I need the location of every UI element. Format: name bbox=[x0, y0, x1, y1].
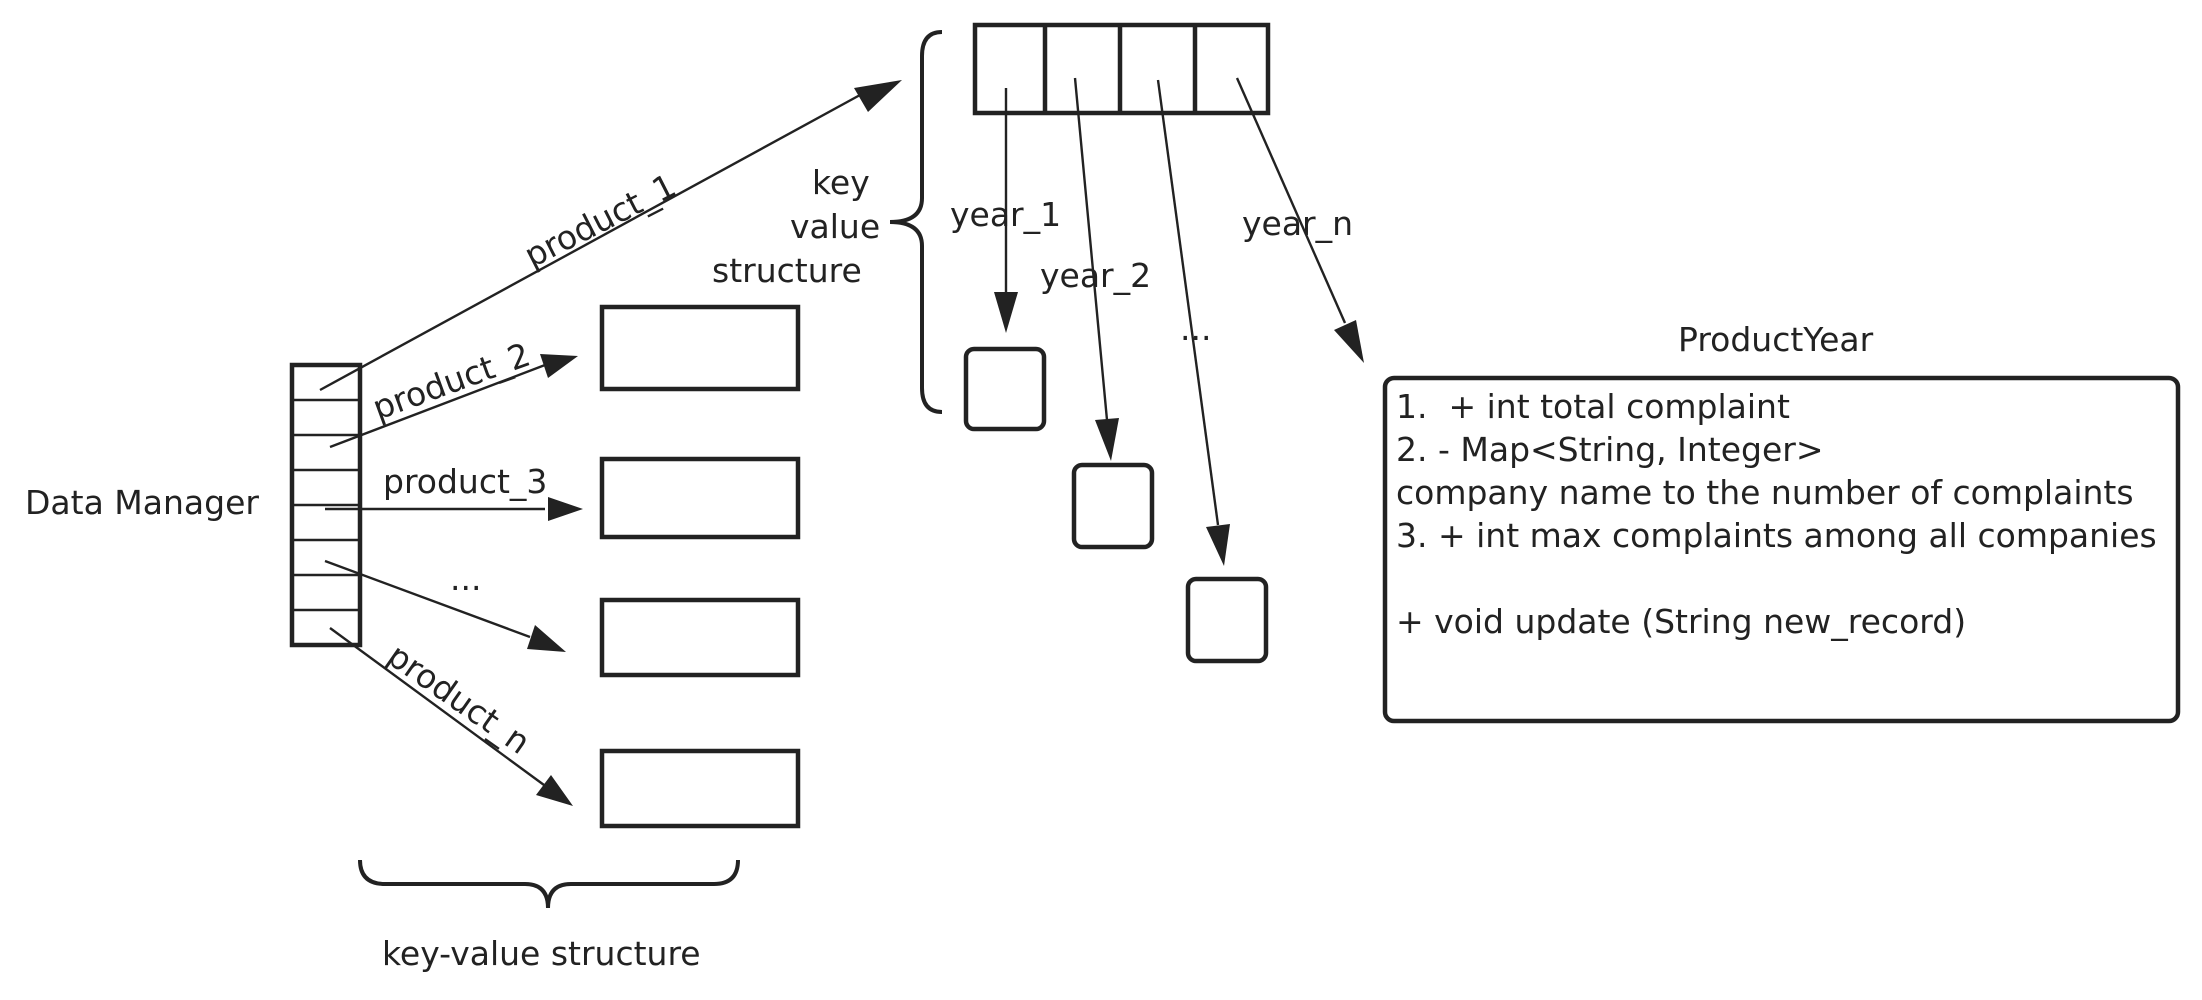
year-2-label: year_2 bbox=[1040, 256, 1151, 295]
product-2-value-box bbox=[599, 304, 801, 392]
product-dots-value-box bbox=[599, 597, 801, 678]
year-dots-arrowhead bbox=[1206, 524, 1230, 566]
product-year-line: 2. - Map<String, Integer> bbox=[1396, 430, 1824, 469]
product-3-label: product_3 bbox=[383, 462, 547, 501]
product-year-line: 3. + int max complaints among all compan… bbox=[1396, 516, 2157, 555]
product-dots-arrow bbox=[324, 559, 531, 639]
key-value-structure-brace bbox=[358, 859, 740, 909]
product-value-boxes bbox=[599, 304, 801, 829]
year-1-value-box bbox=[963, 346, 1047, 432]
product-n-arrowhead bbox=[536, 775, 573, 806]
product-n-arrow bbox=[329, 627, 545, 786]
product-year-line: company name to the number of complaints bbox=[1396, 473, 2134, 512]
year-structure-label-key: key bbox=[812, 163, 870, 202]
product-year-box bbox=[1382, 375, 2181, 724]
product-3-arrowhead bbox=[548, 497, 583, 521]
year-1-label: year_1 bbox=[950, 195, 1061, 234]
year-dots-arrow bbox=[1156, 79, 1220, 526]
product-year-line: 1. + int total complaint bbox=[1396, 387, 1790, 426]
product-dots-arrowhead bbox=[527, 625, 566, 652]
product-n-value-box bbox=[599, 748, 801, 829]
product-year-members: 1. + int total complaint 2. - Map<String… bbox=[1396, 387, 2157, 641]
key-value-structure-vertical-brace bbox=[889, 30, 943, 414]
year-dots-label: ... bbox=[1180, 309, 1211, 348]
data-manager-label: Data Manager bbox=[25, 483, 259, 522]
data-manager-array bbox=[289, 362, 363, 648]
year-n-label: year_n bbox=[1242, 204, 1353, 243]
year-arrows bbox=[994, 77, 1364, 566]
year-array bbox=[972, 22, 1271, 116]
product-1-label: product_1 bbox=[518, 166, 682, 275]
product-1-arrowhead bbox=[854, 80, 902, 112]
product-2-label: product_2 bbox=[367, 335, 535, 428]
product-2-arrowhead bbox=[540, 354, 578, 378]
key-value-structure-label: key-value structure bbox=[382, 934, 701, 973]
year-2-arrow bbox=[1073, 77, 1109, 421]
year-structure-label-structure: structure bbox=[712, 251, 862, 290]
product-2-arrow bbox=[329, 363, 546, 449]
product-3-value-box bbox=[599, 456, 801, 540]
year-dots-value-box bbox=[1185, 576, 1269, 664]
product-year-title: ProductYear bbox=[1678, 320, 1874, 359]
product-n-label: product_n bbox=[380, 636, 537, 762]
year-n-arrow bbox=[1235, 77, 1347, 324]
year-value-boxes bbox=[963, 346, 1269, 664]
year-n-arrowhead bbox=[1334, 320, 1364, 363]
year-2-value-box bbox=[1071, 462, 1155, 550]
year-structure-label-value: value bbox=[790, 207, 880, 246]
product-arrows bbox=[319, 80, 902, 806]
product-dots-label: ... bbox=[450, 559, 481, 598]
product-1-arrow bbox=[319, 93, 861, 392]
year-1-arrowhead bbox=[994, 292, 1018, 333]
product-year-line: + void update (String new_record) bbox=[1396, 602, 1966, 641]
year-2-arrowhead bbox=[1095, 418, 1119, 461]
